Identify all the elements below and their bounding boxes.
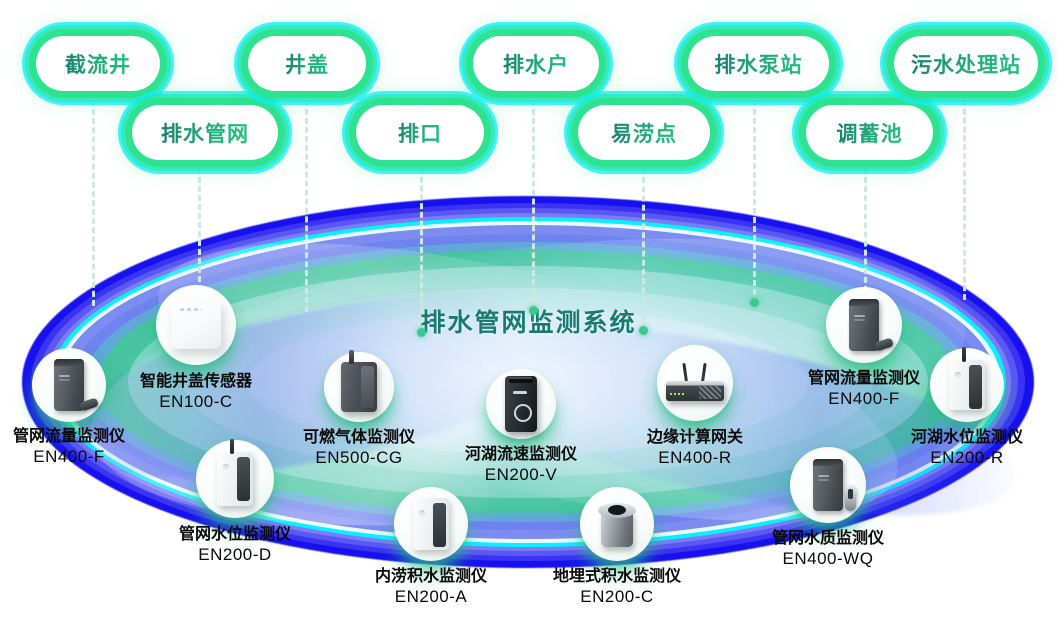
white-square-plate-icon [171,301,221,349]
scenario-pill-wushuichulizhan[interactable]: 污水处理站 [894,36,1038,91]
device-node-en100c[interactable]: 智能井盖传感器 EN100-C [140,285,252,411]
dark-tower-with-probe-icon [54,359,99,412]
device-caption: 可燃气体监测仪 EN500-CG [302,429,415,467]
system-title: 排水管网监测系统 [0,303,1057,339]
device-node-en200c[interactable]: 地埋式积水监测仪 EN200-C [553,487,681,606]
device-node-en400wq[interactable]: 管网水质监测仪 EN400-WQ [772,447,884,568]
device-bubble [657,345,733,421]
device-caption: 管网流量监测仪 EN400-F [12,428,125,466]
device-bubble [486,369,556,439]
connector-dot-6 [639,326,648,335]
device-caption: 智能井盖传感器 EN100-C [139,373,252,411]
connector-line-5 [532,100,535,312]
scenario-pill-paikou[interactable]: 排口 [356,105,484,160]
device-node-en400r[interactable]: 边缘计算网关 EN400-R [647,345,743,467]
connector-line-6 [642,168,645,330]
device-bubble [394,487,468,561]
device-node-en200d[interactable]: 管网水位监测仪 EN200-D [179,439,291,564]
buried-cylinder-icon [598,501,636,547]
connector-line-2 [198,168,201,318]
connector-line-8 [864,168,867,310]
scenario-pill-jinggai[interactable]: 井盖 [248,36,366,91]
device-caption: 地埋式积水监测仪 EN200-C [552,568,681,606]
dark-tower-with-sensor-icon [813,459,856,511]
scenario-pill-yilaodian[interactable]: 易涝点 [578,105,710,160]
device-caption: 边缘计算网关 EN400-R [646,429,743,467]
scenario-pill-paishuiguanwang[interactable]: 排水管网 [132,105,278,160]
connector-line-3 [305,100,308,312]
device-node-en400f-right[interactable]: 管网流量监测仪 EN400-F [808,287,920,408]
device-node-en400f-left[interactable]: 管网流量监测仪 EN400-F [13,348,125,466]
device-bubble [324,350,394,422]
white-box-antenna-icon [217,439,253,506]
connector-dot-4 [417,328,426,337]
scenario-pill-tiaoxuchi[interactable]: 调蓄池 [806,105,933,160]
device-bubble [790,447,866,523]
dark-tower-with-probe-icon [849,299,894,352]
device-caption: 河湖流速监测仪 EN200-V [464,446,577,484]
device-caption: 管网水质监测仪 EN400-WQ [771,530,884,568]
device-bubble [32,348,106,422]
device-bubble [826,287,902,363]
device-node-en200v[interactable]: 河湖流速监测仪 EN200-V [465,369,577,484]
black-flow-meter-icon [505,376,537,432]
connector-line-9 [963,100,966,300]
dark-box-antenna-icon [341,350,377,412]
connector-line-4 [420,168,423,332]
device-node-en200a[interactable]: 内涝积水监测仪 EN200-A [375,487,487,606]
device-node-en200r[interactable]: 河湖水位监测仪 EN200-R [911,347,1023,467]
connector-dot-5 [529,306,538,315]
device-bubble [196,439,274,518]
connector-line-1 [92,100,95,306]
device-bubble [156,285,236,365]
router-gateway-icon [666,362,724,403]
device-node-en500cg[interactable]: 可燃气体监测仪 EN500-CG [303,350,415,467]
device-bubble [580,487,654,561]
scenario-pill-paishuibengzhan[interactable]: 排水泵站 [688,36,829,91]
connector-dot-7 [750,298,759,307]
scenario-pill-paishuihu[interactable]: 排水户 [473,36,599,91]
device-caption: 管网流量监测仪 EN400-F [807,370,920,408]
device-caption: 内涝积水监测仪 EN200-A [374,568,487,606]
device-caption: 河湖水位监测仪 EN200-R [910,429,1023,467]
system-title-text: 排水管网监测系统 [420,309,637,337]
scenario-pill-jieliujing[interactable]: 截流井 [36,36,160,91]
device-bubble [930,347,1004,422]
white-box-icon [413,498,449,550]
connector-line-7 [753,100,756,304]
device-caption: 管网水位监测仪 EN200-D [178,526,291,564]
white-box-antenna-icon [949,347,985,410]
